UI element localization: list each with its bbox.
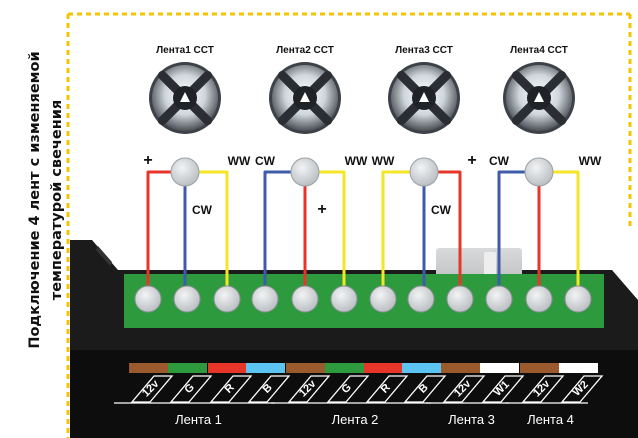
terminal-screw: [173, 285, 201, 313]
reel-center-mark: [419, 92, 429, 102]
terminal-tab: [326, 375, 370, 403]
pole-label-left: CW: [255, 154, 276, 168]
terminal-screw: [251, 285, 279, 313]
color-code-segment: [168, 363, 207, 373]
color-code-segment: [402, 363, 441, 373]
reel-center-mark: [180, 92, 190, 102]
side-title-line1: Подключение 4 лент с изменяемой: [27, 51, 43, 349]
controller-edge: [96, 246, 112, 266]
color-code-segment: [480, 363, 519, 373]
terminal-screw: [407, 285, 435, 313]
group-label: Лента 3: [448, 412, 495, 427]
wire-hub: [290, 157, 320, 187]
reel-center-mark: [300, 92, 310, 102]
led-reel: [269, 62, 341, 134]
color-code-segment: [559, 363, 598, 373]
terminal-screw: [525, 285, 553, 313]
terminal-tab: [130, 375, 174, 403]
terminal-tab: [169, 375, 213, 403]
led-strips: Лента1 ССТ + WW CW Лента2 ССТ CW WW + Лента3 ССТ…: [143, 45, 602, 218]
terminal-tab: [481, 375, 525, 403]
wire-hub: [409, 157, 439, 187]
wire-hub: [524, 157, 554, 187]
terminal-tab: [521, 375, 565, 403]
pole-label-right: +: [467, 152, 476, 169]
pole-label-right: WW: [228, 154, 251, 168]
reel-center-mark: [534, 92, 544, 102]
pole-label-right: WW: [579, 154, 602, 168]
color-code-segment: [441, 363, 480, 373]
wire-hub: [170, 157, 200, 187]
pole-label-center: CW: [192, 203, 213, 217]
color-code-segment: [325, 363, 364, 373]
side-title: Подключение 4 лент с изменяемой температ…: [24, 10, 68, 390]
terminal-tab: [560, 375, 604, 403]
controller-plate: [436, 248, 522, 278]
terminal-screw: [446, 285, 474, 313]
terminal-tab: [442, 375, 486, 403]
strip-title: Лента1 ССТ: [156, 45, 214, 56]
terminal-screw: [330, 285, 358, 313]
strip-title: Лента2 ССТ: [276, 45, 334, 56]
terminal-tab: [287, 375, 331, 403]
terminal-screw: [485, 285, 513, 313]
pole-label-left: WW: [372, 154, 395, 168]
strip-title: Лента3 ССТ: [395, 45, 453, 56]
color-code-segment: [286, 363, 325, 373]
terminal-tab: [365, 375, 409, 403]
led-reel: [503, 62, 575, 134]
terminal-screw: [291, 285, 319, 313]
color-code-segment: [520, 363, 559, 373]
pole-label-center: CW: [431, 203, 452, 217]
pole-label-right: WW: [345, 154, 368, 168]
pole-label-left: CW: [489, 154, 510, 168]
pole-label-left: +: [143, 152, 152, 169]
color-code-bar: [129, 363, 598, 373]
controller-slot: [484, 252, 496, 276]
terminal-tab: [209, 375, 253, 403]
led-reel: [149, 62, 221, 134]
color-code-segment: [364, 363, 403, 373]
group-label: Лента 1: [175, 412, 222, 427]
color-code-segment: [129, 363, 168, 373]
terminal-screw: [369, 285, 397, 313]
terminal-tab: [247, 375, 291, 403]
terminal-screw: [134, 285, 162, 313]
led-reel: [388, 62, 460, 134]
strip-title: Лента4 ССТ: [510, 45, 568, 56]
terminals: [134, 285, 592, 313]
pole-label-center: +: [317, 201, 326, 218]
side-title-line2: температурой свечения: [49, 99, 65, 301]
group-label: Лента 4: [527, 412, 574, 427]
color-code-segment: [246, 363, 285, 373]
terminal-tab: [403, 375, 447, 403]
terminal-screw: [213, 285, 241, 313]
terminal-screw: [564, 285, 592, 313]
group-label: Лента 2: [332, 412, 379, 427]
terminal-board: [124, 274, 604, 328]
color-code-segment: [208, 363, 247, 373]
